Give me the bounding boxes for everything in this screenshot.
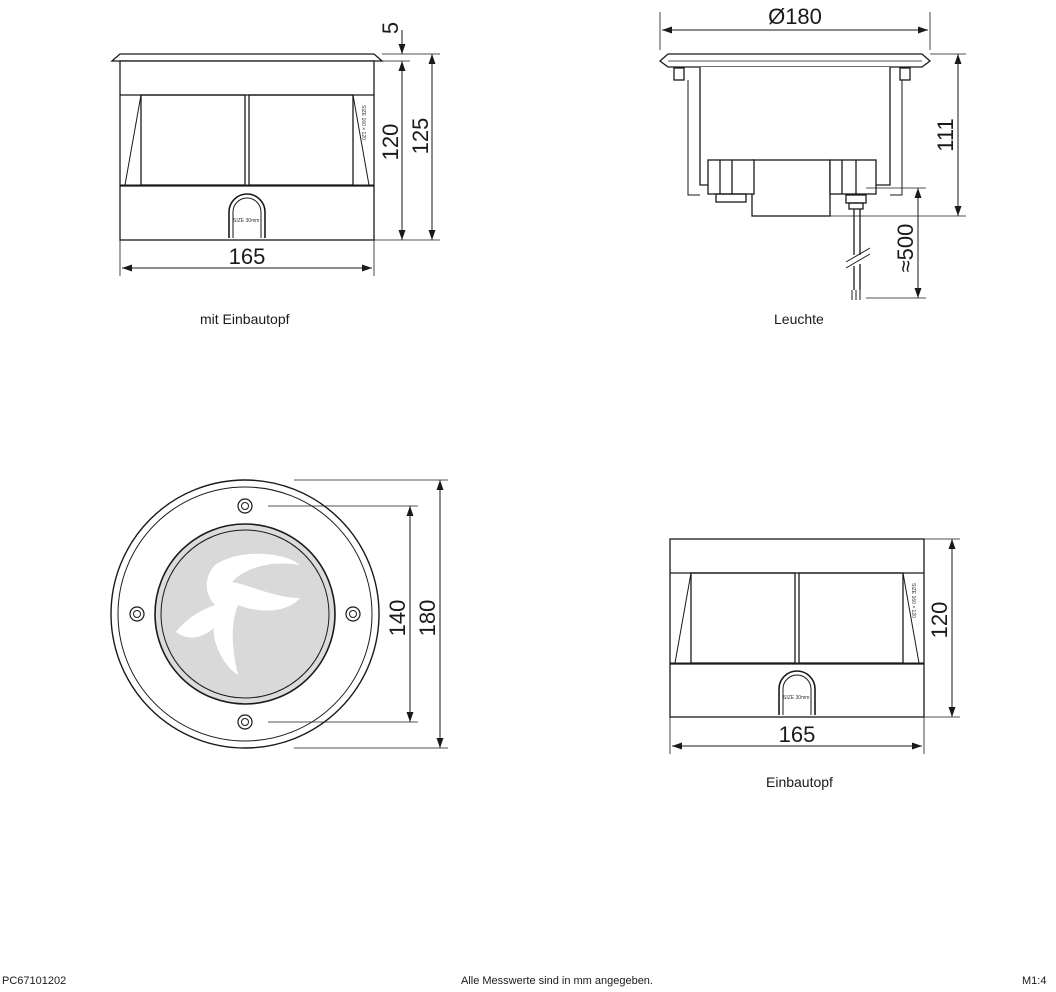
- flange: [110, 53, 384, 62]
- cable-entry: [228, 193, 266, 238]
- dim-outer-diameter: 180: [415, 600, 440, 637]
- caption-with-housing: mit Einbautopf: [200, 311, 290, 327]
- dim-rim: 5: [378, 22, 403, 34]
- footer-code: PC67101202: [2, 975, 67, 987]
- dim-cable-length: ≈500: [893, 224, 918, 273]
- dim-housing-height: 120: [927, 602, 952, 639]
- side-size-label: SIZE 160 × 120: [910, 583, 916, 618]
- footer-note: Alle Messwerte sind in mm angegeben.: [461, 975, 653, 987]
- caption-luminaire: Leuchte: [774, 311, 824, 327]
- housing-body: [669, 538, 925, 718]
- view-top: [110, 479, 448, 749]
- view-luminaire: [658, 12, 966, 300]
- footer-scale: M1:4: [1022, 975, 1047, 987]
- view-with-housing: [110, 30, 440, 276]
- cable-size-label: SIZE 30mm: [233, 218, 259, 224]
- logo-swirl: [176, 553, 300, 675]
- dim-housing-width: 165: [779, 722, 816, 747]
- caption-housing: Einbautopf: [766, 774, 833, 790]
- housing-body: [119, 60, 375, 241]
- flange: [658, 53, 932, 68]
- dim-inner-diameter: 140: [385, 600, 410, 637]
- cable-entry: [778, 670, 816, 715]
- dim-height-inner: 120: [378, 124, 403, 161]
- dim-height-total: 125: [408, 118, 433, 155]
- side-size-label: SIZE 160 × 120: [360, 105, 366, 140]
- dim-width: 165: [229, 244, 266, 269]
- cable-size-label: SIZE 30mm: [783, 695, 809, 701]
- dim-luminaire-height: 111: [933, 118, 958, 151]
- view-housing: [669, 538, 960, 754]
- dim-diameter: Ø180: [768, 4, 822, 29]
